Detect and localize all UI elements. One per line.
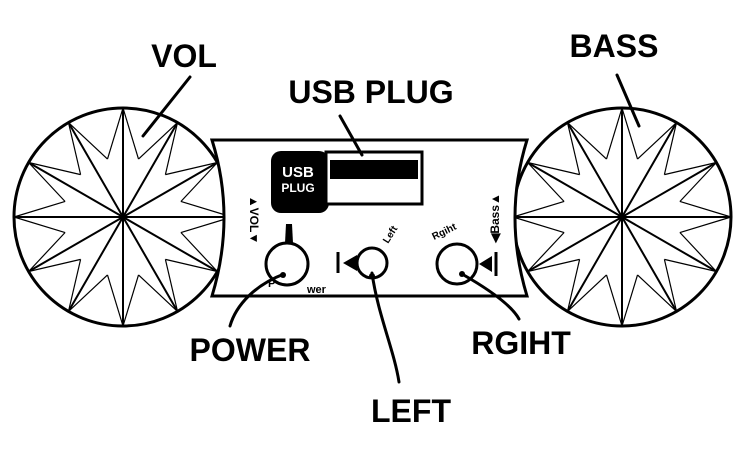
usb-badge-line1: USB [282,164,314,181]
power-wer-label: wer [306,284,327,296]
usb-plug-callout: USB PLUG [288,74,453,110]
bass-leader-line [615,73,641,128]
usb-plug-badge: USB PLUG [271,151,329,213]
left-callout: LEFT [371,393,451,429]
right-speaker-cone-lines [512,107,732,327]
vol-leader-line [141,75,192,138]
right-leader-line [460,272,521,321]
left-speaker-cone-lines [13,107,233,327]
right-speaker [511,106,733,328]
vol-side-label: ▲VOL▼ [247,196,261,244]
right-callout: RGIHT [471,325,571,361]
bass-side-label: ◀Bass▲ [488,193,502,244]
power-p-label: P [268,278,275,290]
bass-callout: BASS [570,28,659,64]
power-leader-line [228,272,286,328]
power-knob[interactable] [264,224,310,287]
right-knob[interactable] [435,242,498,286]
left-speaker [12,106,234,328]
left-leader-line [370,271,401,384]
usb-leader-line [338,114,364,157]
power-callout: POWER [190,332,311,368]
vol-callout: VOL [151,38,217,74]
usb-port [324,150,424,206]
usb-badge-line2: PLUG [281,181,314,195]
